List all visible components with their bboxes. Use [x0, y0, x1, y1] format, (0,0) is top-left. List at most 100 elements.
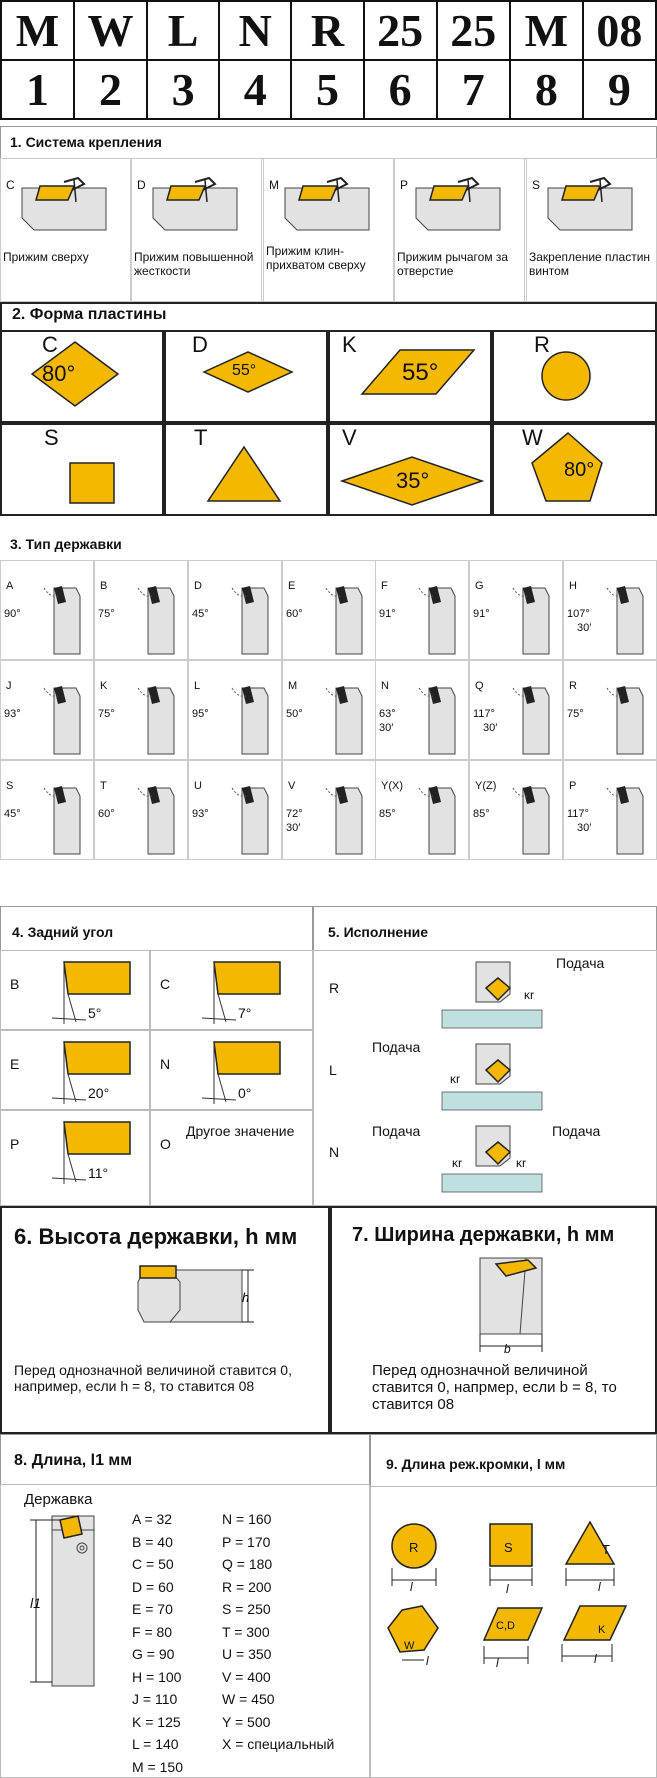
holder-type-diagram	[322, 678, 372, 761]
holder-type-minutes: 30′	[379, 722, 394, 734]
length-code: V = 400	[222, 1668, 271, 1685]
clamp-label: Прижим повышенной жесткости	[134, 250, 254, 278]
clamp-diagram	[540, 172, 640, 239]
edge-shape-code: W	[404, 1640, 415, 1652]
holder-type-angle: 60°	[98, 808, 115, 820]
length-code: Y = 500	[222, 1713, 271, 1730]
length-code: F = 80	[132, 1623, 173, 1640]
holder-type-code: A	[6, 580, 14, 592]
holder-type-angle: 85°	[379, 808, 396, 820]
insert-shape-angle: 35°	[396, 468, 430, 493]
edge-shape-code: S	[504, 1540, 513, 1555]
insert-shape-icon	[328, 330, 492, 428]
holder-type-diagram	[509, 778, 559, 861]
kr-label: κr	[524, 988, 534, 1002]
clearance-diagram	[46, 958, 136, 1033]
section-6	[0, 1206, 330, 1434]
code-letter: L	[146, 0, 221, 61]
code-letter: M	[508, 0, 584, 61]
holder-type-code: B	[100, 580, 108, 592]
clearance-diagram	[196, 958, 286, 1033]
s6-note: Перед однозначной величиной ставится 0, …	[14, 1362, 292, 1394]
code-letter: R	[290, 0, 365, 61]
length-code: U = 350	[222, 1646, 272, 1662]
clamp-diagram	[408, 172, 508, 239]
holder-type-cell	[94, 660, 188, 760]
insert-shape-icon	[164, 330, 328, 428]
clearance-angle: 0°	[238, 1085, 252, 1101]
edge-length-label: l	[594, 1652, 597, 1666]
clamp-cell	[0, 158, 131, 302]
code-number: 7	[435, 59, 511, 120]
code-number: 6	[362, 59, 438, 120]
holder-type-code: M	[288, 680, 298, 692]
length-code: N = 160	[222, 1511, 272, 1527]
code-number: 8	[508, 59, 584, 120]
clearance-diagram	[196, 1038, 286, 1113]
holder-type-cell	[94, 560, 188, 660]
holder-type-angle: 63°	[379, 708, 396, 720]
holder-type-cell	[0, 760, 94, 860]
length-code: C = 50	[132, 1556, 174, 1572]
section-9-title: 9. Длина реж.кромки, l мм	[386, 1456, 566, 1472]
clearance-code: E	[10, 1056, 20, 1072]
holder-type-diagram	[603, 778, 653, 861]
clamp-cell	[263, 158, 394, 302]
code-letter: W	[72, 0, 149, 61]
s7-note: Перед однозначной величиной ставится 0, …	[372, 1362, 617, 1413]
holder-type-diagram	[509, 578, 559, 661]
kr-label: κr	[452, 1156, 462, 1170]
code-letters-row: M W L N R 25 25 M 08	[0, 0, 657, 61]
holder-type-cell	[94, 760, 188, 860]
holder-type-diagram	[40, 578, 90, 661]
insert-shape-icon	[0, 330, 164, 428]
edge-length-label: l	[496, 1656, 499, 1670]
section-8-title: 8. Длина, l1 мм	[14, 1452, 132, 1470]
clearance-cell	[150, 1030, 313, 1110]
code-letter: N	[218, 0, 293, 61]
code-letter: 08	[581, 0, 657, 61]
holder-type-cell	[375, 660, 469, 760]
insert-shape-icon	[328, 423, 492, 521]
length-code: K = 125	[132, 1713, 181, 1730]
clamp-code: M	[269, 178, 279, 192]
code-letter: 25	[362, 0, 438, 61]
holder-type-angle: 75°	[98, 708, 115, 720]
clearance-angle: 11°	[88, 1165, 109, 1181]
square-insert-icon	[489, 1523, 533, 1567]
section-5-title: 5. Исполнение	[328, 924, 429, 940]
insert-shape-cell	[0, 423, 164, 516]
insert-shape-cell	[0, 330, 164, 423]
holder-height-diagram: h	[137, 1265, 254, 1323]
holder-type-angle: 117°	[473, 708, 495, 720]
insert-shape-code: W	[522, 425, 543, 450]
edge-length-label: l	[598, 1580, 601, 1594]
holder-type-code: Q	[475, 680, 484, 692]
triangle-insert-icon	[564, 1520, 616, 1565]
length-code: X = специальный	[222, 1736, 335, 1752]
code-numbers-row: 1 2 3 4 5 6 7 8 9	[0, 59, 657, 120]
l1-label: l1	[30, 1595, 41, 1611]
code-number: 3	[146, 59, 221, 120]
insert-shape-cell	[164, 423, 328, 516]
edge-shape-code: T	[602, 1542, 610, 1557]
clearance-code: P	[10, 1136, 20, 1152]
holder-type-diagram	[228, 578, 278, 661]
holder-type-angle: 85°	[473, 808, 490, 820]
holder-type-code: L	[194, 680, 201, 692]
kr-label: κr	[450, 1072, 460, 1086]
holder-type-code: R	[569, 680, 577, 692]
hand-code: R	[329, 980, 340, 996]
holder-type-diagram	[228, 678, 278, 761]
holder-type-diagram	[509, 678, 559, 761]
holder-type-code: V	[288, 780, 296, 792]
clamp-cell	[394, 158, 525, 302]
insert-shape-code: T	[194, 425, 208, 450]
clearance-cell	[0, 1110, 150, 1206]
holder-type-code: F	[381, 580, 388, 592]
holder-type-cell	[469, 760, 563, 860]
s8-title-text: 8. Длина, l1 мм	[14, 1452, 133, 1469]
holder-type-cell	[469, 560, 563, 660]
holder-type-diagram	[134, 578, 184, 661]
hand-code: N	[329, 1144, 340, 1160]
